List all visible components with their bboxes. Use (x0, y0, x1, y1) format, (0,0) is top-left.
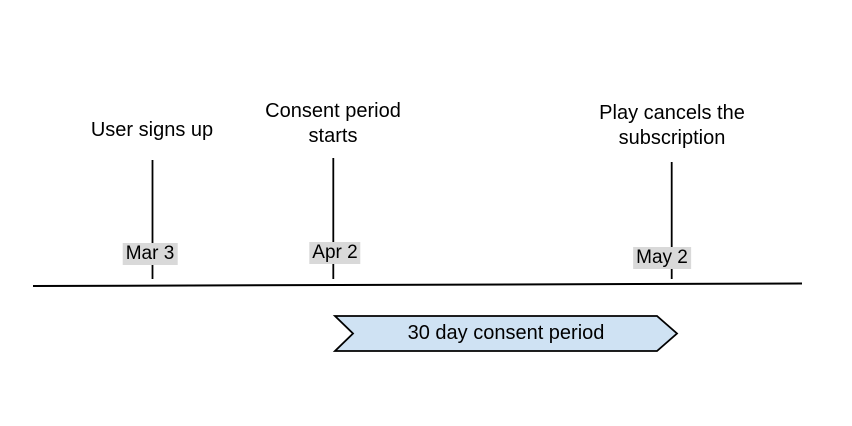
event-label-user-signs-up: User signs up (90, 119, 214, 141)
event-label-play-cancels-subscription: Play cancels the subscription (599, 102, 745, 149)
event-label-consent-period-starts: Consent period starts (265, 100, 401, 147)
consent-period-banner-shape (332, 315, 679, 352)
date-chip-mar3: Mar 3 (122, 243, 178, 265)
consent-period-banner-label: 30 day consent period (407, 322, 605, 344)
date-chip-may2: May 2 (633, 247, 691, 269)
timeline-axis-line (32, 282, 803, 287)
date-chip-apr2: Apr 2 (309, 242, 361, 264)
